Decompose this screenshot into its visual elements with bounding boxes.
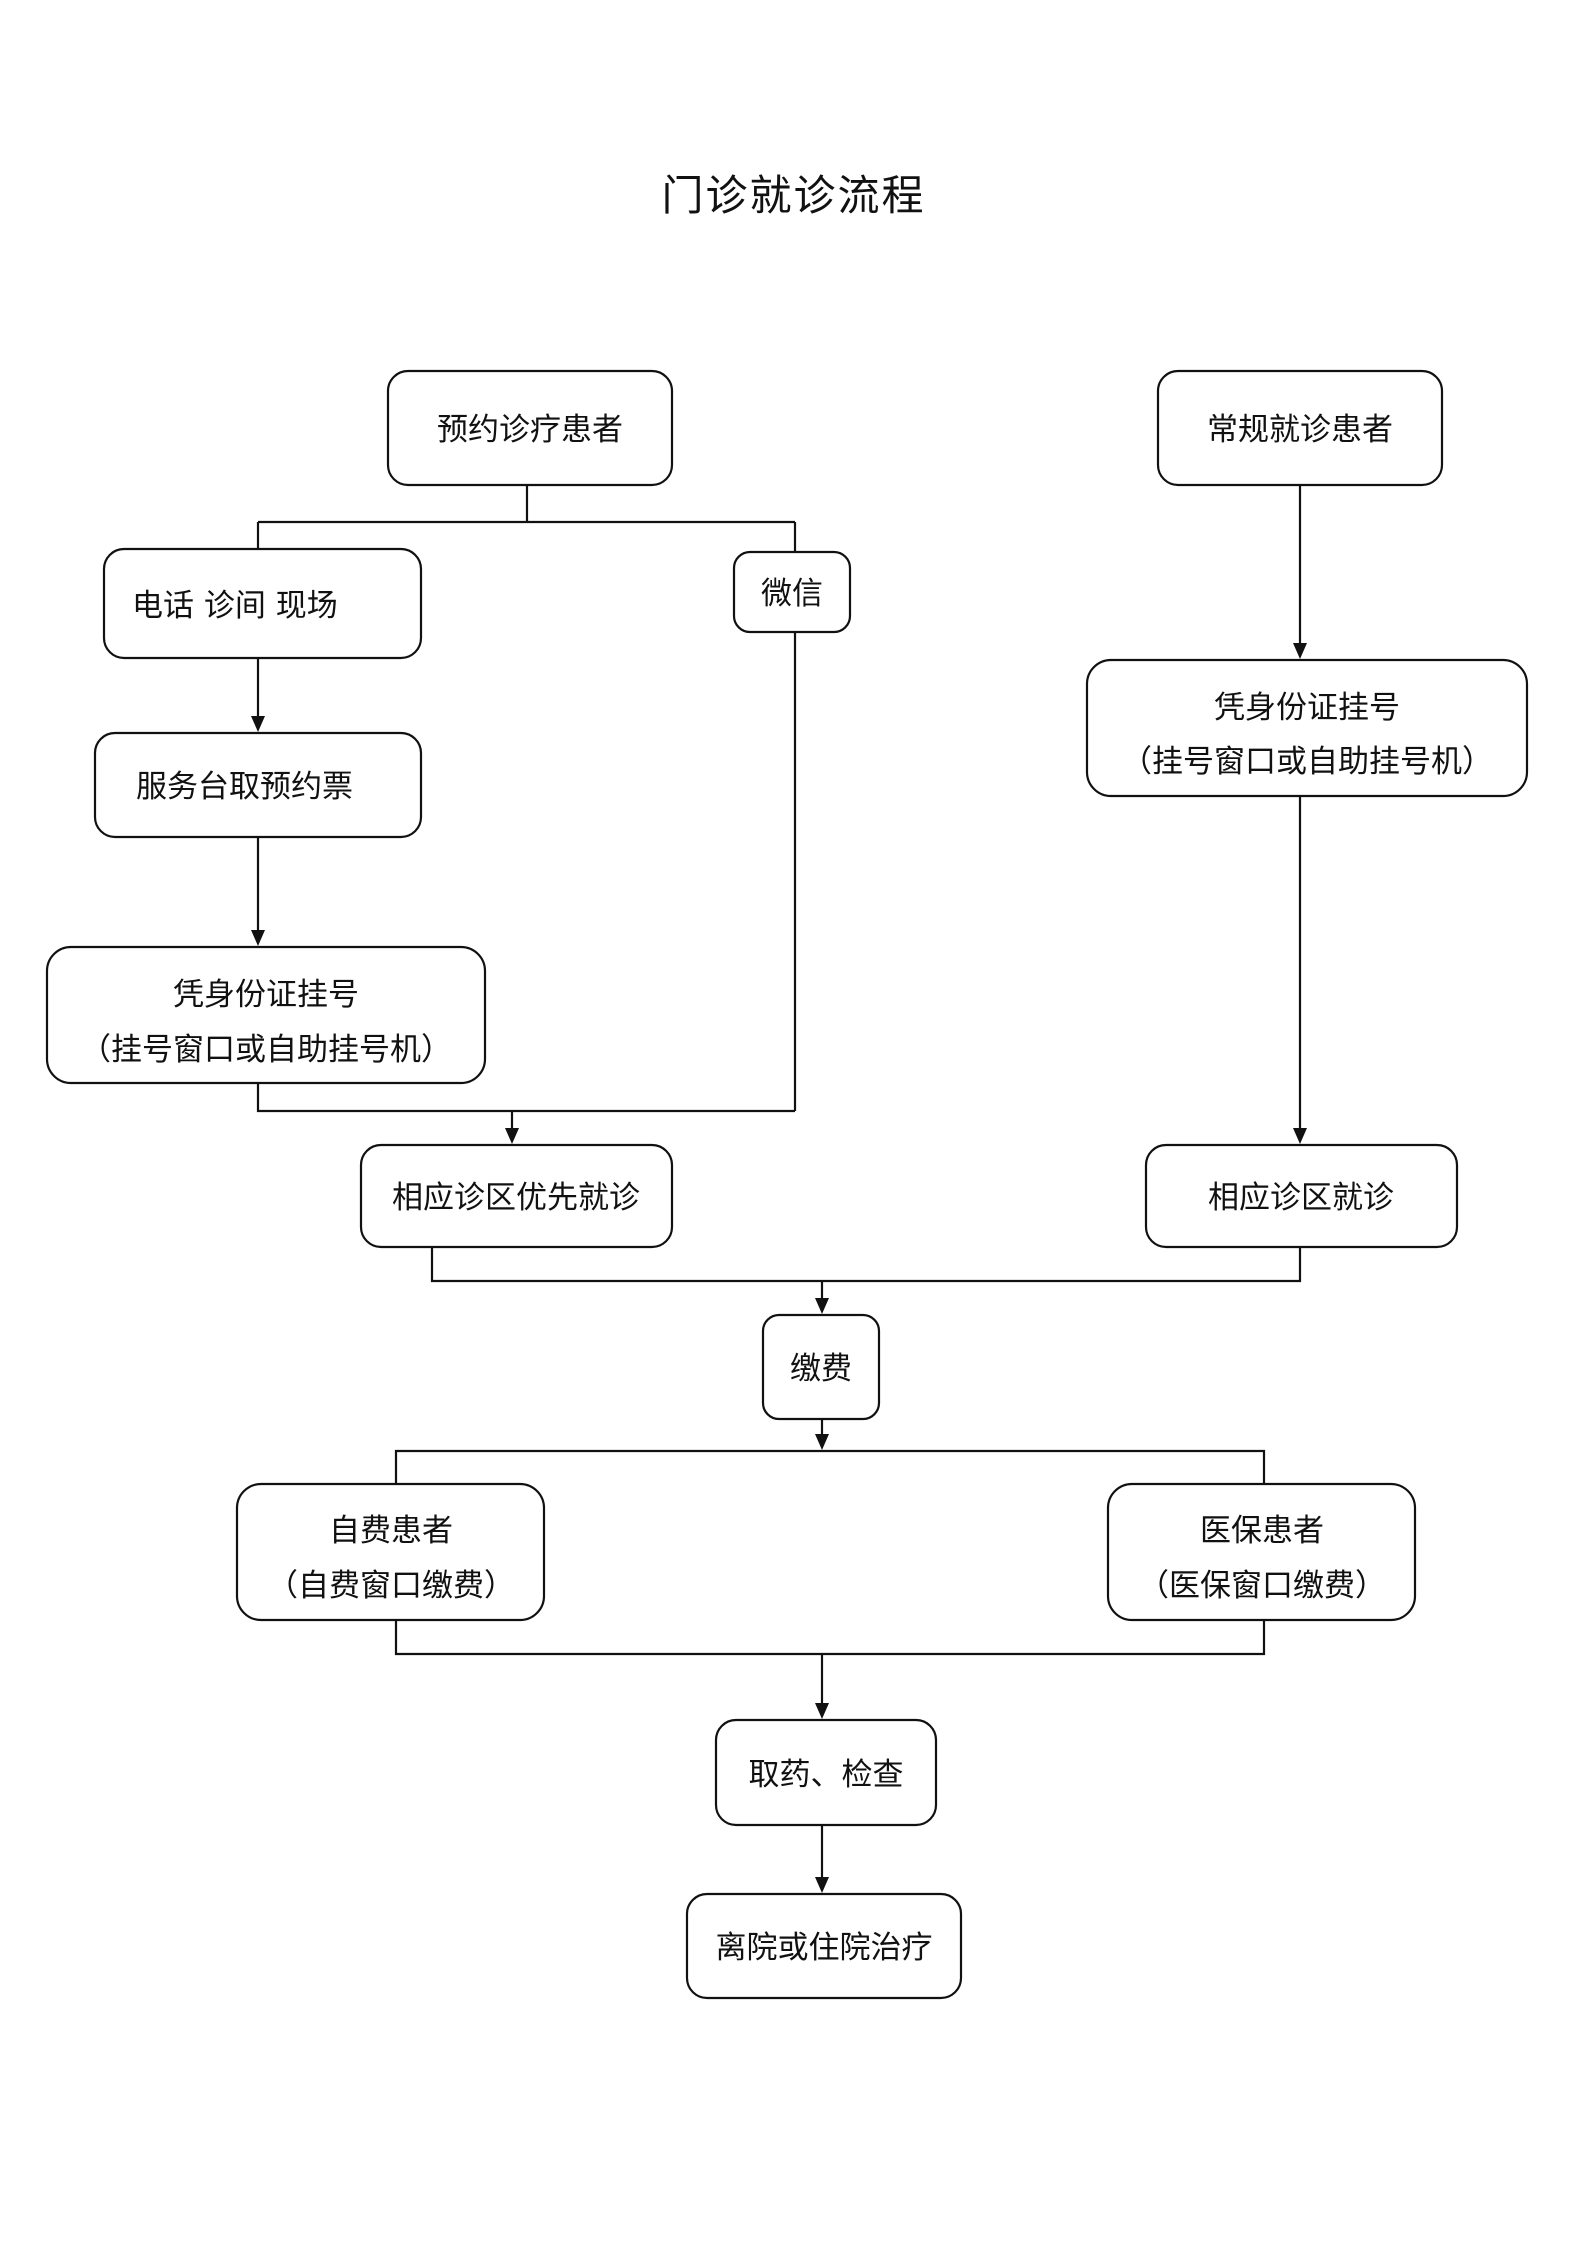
node-label: 相应诊区优先就诊 bbox=[392, 1180, 640, 1216]
node-payment: 缴费 bbox=[761, 1313, 881, 1421]
node-insurance: 医保患者 （医保窗口缴费） bbox=[1106, 1482, 1417, 1622]
arrowheads bbox=[251, 643, 1307, 1893]
node-regular-visit: 相应诊区就诊 bbox=[1144, 1143, 1459, 1249]
node-phone-clinic-onsite: 电话 诊间 现场 bbox=[102, 547, 423, 660]
node-medicine-exam: 取药、检查 bbox=[714, 1718, 938, 1827]
node-label: 微信 bbox=[761, 576, 823, 612]
arrow-to-right-register bbox=[1293, 643, 1307, 659]
node-label-line2: （挂号窗口或自助挂号机） bbox=[1121, 744, 1493, 780]
node-label-line2: （医保窗口缴费） bbox=[1138, 1568, 1386, 1604]
arrow-to-medicine bbox=[815, 1703, 829, 1719]
node-wechat: 微信 bbox=[732, 550, 852, 634]
page-title: 门诊就诊流程 bbox=[661, 171, 926, 220]
node-label: 取药、检查 bbox=[749, 1757, 904, 1793]
node-service-desk: 服务台取预约票 bbox=[93, 731, 423, 839]
node-label: 缴费 bbox=[790, 1351, 852, 1387]
node-discharge: 离院或住院治疗 bbox=[685, 1892, 963, 2000]
node-label: 离院或住院治疗 bbox=[716, 1930, 933, 1966]
arrow-to-payment bbox=[815, 1298, 829, 1314]
node-priority-visit: 相应诊区优先就诊 bbox=[359, 1143, 674, 1249]
node-label: 服务台取预约票 bbox=[136, 769, 353, 805]
node-id-register-left: 凭身份证挂号 （挂号窗口或自助挂号机） bbox=[45, 945, 487, 1085]
node-label: 电话 诊间 现场 bbox=[132, 588, 338, 624]
node-id-register-right: 凭身份证挂号 （挂号窗口或自助挂号机） bbox=[1085, 658, 1529, 798]
arrow-to-priority bbox=[505, 1128, 519, 1144]
node-appointment-patients: 预约诊疗患者 bbox=[386, 369, 674, 487]
connector-register-merge bbox=[256, 1083, 795, 1113]
node-label: 预约诊疗患者 bbox=[437, 412, 623, 448]
node-label-line2: （自费窗口缴费） bbox=[267, 1568, 515, 1604]
arrow-to-desk bbox=[251, 716, 265, 732]
connector-lines bbox=[256, 485, 1302, 1879]
connector-visit-merge bbox=[430, 1247, 1302, 1283]
node-self-pay: 自费患者 （自费窗口缴费） bbox=[235, 1482, 546, 1622]
node-label: 相应诊区就诊 bbox=[1208, 1180, 1394, 1216]
connector-payment-split bbox=[394, 1449, 1266, 1484]
node-label-line1: 自费患者 bbox=[329, 1513, 453, 1549]
connector-payer-merge bbox=[394, 1620, 1266, 1656]
node-label-line2: （挂号窗口或自助挂号机） bbox=[80, 1032, 452, 1068]
arrow-to-discharge bbox=[815, 1877, 829, 1893]
node-regular-patients: 常规就诊患者 bbox=[1156, 369, 1444, 487]
node-label-line1: 凭身份证挂号 bbox=[1214, 690, 1400, 726]
arrow-to-regular-visit bbox=[1293, 1128, 1307, 1144]
arrow-to-left-register bbox=[251, 930, 265, 946]
node-label-line1: 医保患者 bbox=[1200, 1513, 1324, 1549]
arrow-to-payer-split bbox=[815, 1434, 829, 1450]
node-label: 常规就诊患者 bbox=[1207, 412, 1393, 448]
node-label-line1: 凭身份证挂号 bbox=[173, 977, 359, 1013]
